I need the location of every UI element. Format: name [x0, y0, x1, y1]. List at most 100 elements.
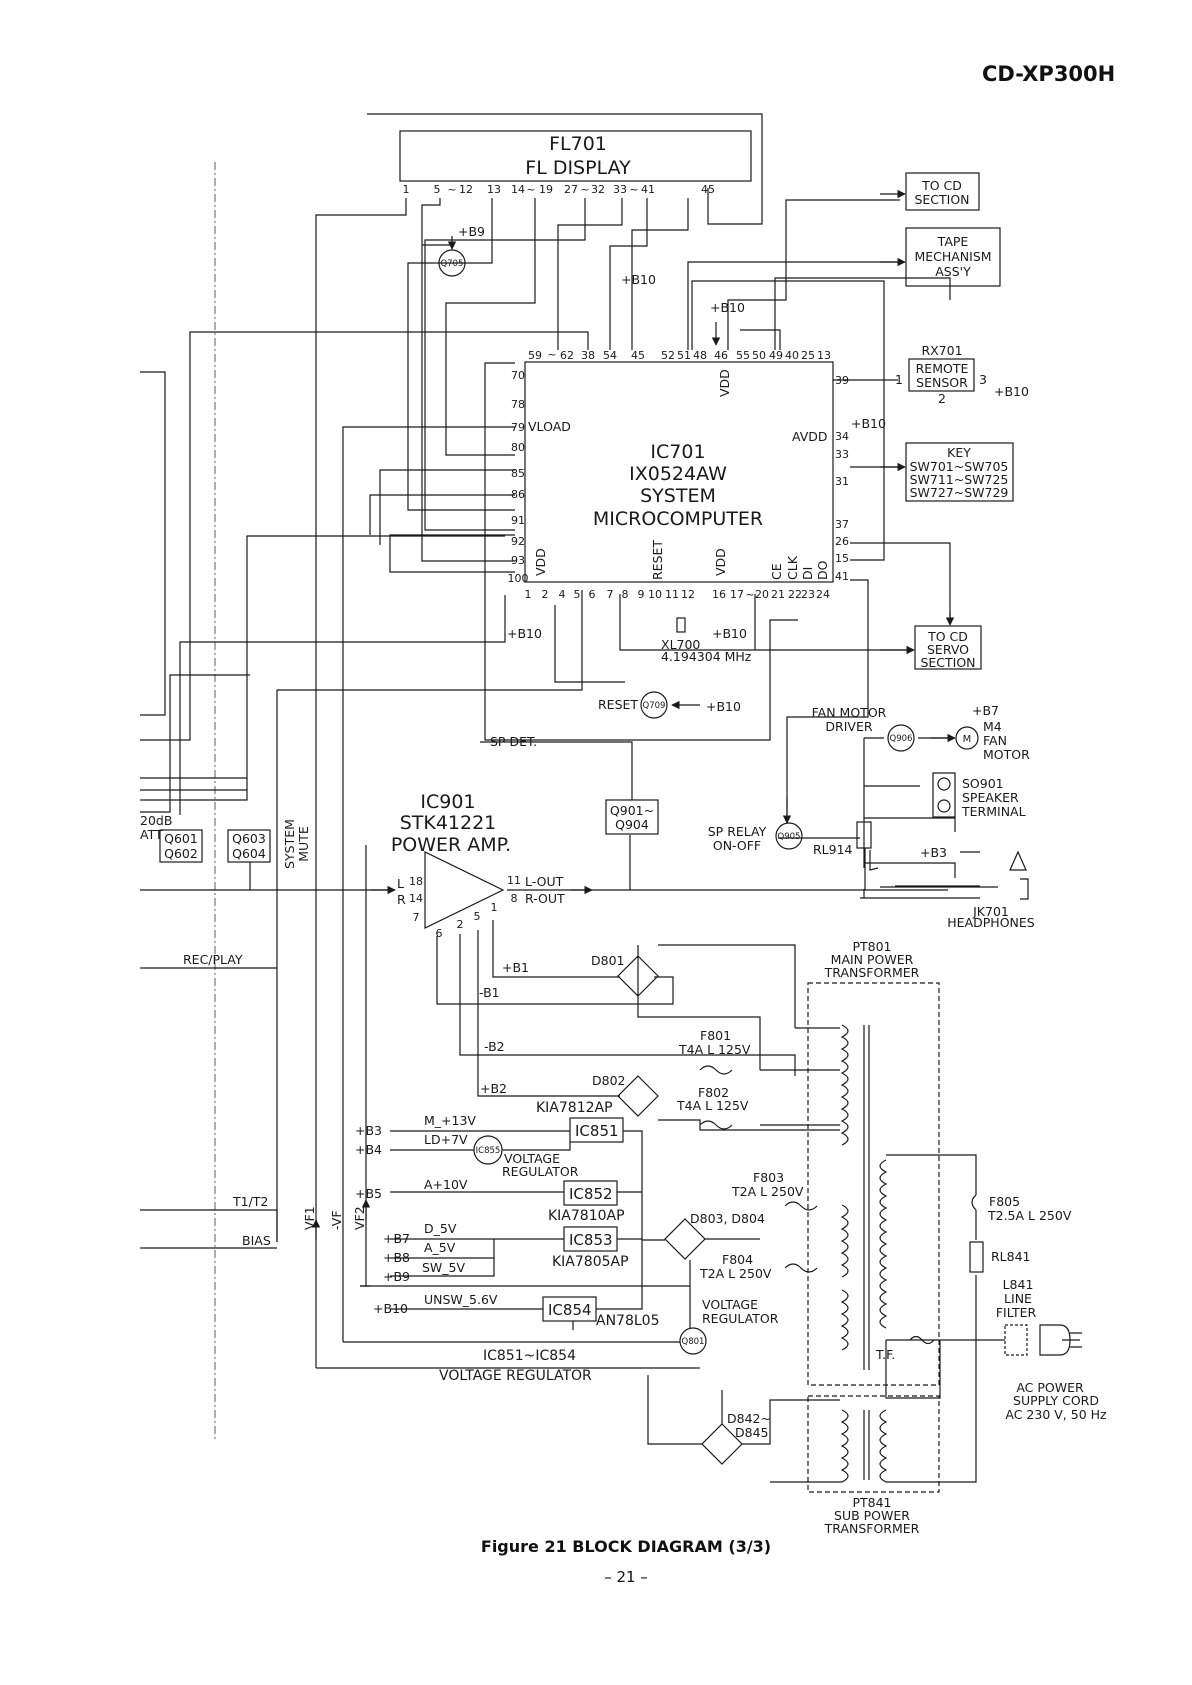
- ic701-left-pin: 85: [511, 467, 525, 480]
- rail-unsw: UNSW_5.6V: [424, 1292, 498, 1307]
- amp-l-label: L: [397, 876, 404, 891]
- rail-a5v: A_5V: [424, 1240, 456, 1255]
- pt841-wires: [770, 1340, 977, 1483]
- ce-label: CE: [769, 563, 784, 580]
- ic701-right-pin: 41: [835, 570, 849, 583]
- rail-d5v: D_5V: [424, 1221, 457, 1236]
- ac-label-2: SUPPLY CORD: [1013, 1393, 1099, 1408]
- b7-rail-label: +B7: [383, 1231, 410, 1246]
- d842-label-2: D845: [735, 1425, 768, 1440]
- fl-pin: ~: [629, 183, 638, 196]
- ic701-bottom-pin: 8: [622, 588, 629, 601]
- servo-label-1: TO CD: [927, 629, 968, 644]
- tape-label-2: MECHANISM: [914, 249, 991, 264]
- fl-pin: 45: [701, 183, 715, 196]
- vdd-left-label: VDD: [533, 548, 548, 576]
- t1t2-label: T1/T2: [232, 1194, 268, 1209]
- ac-label-1: AC POWER: [1016, 1380, 1084, 1395]
- pt841-label-2: SUB POWER: [834, 1508, 910, 1523]
- nvf-label: -VF: [329, 1210, 344, 1230]
- fl-pin: 33: [613, 183, 627, 196]
- rl914-label: RL914: [813, 842, 853, 857]
- fl-pin: 14: [511, 183, 525, 196]
- ic701-right-pin: 34: [835, 430, 849, 443]
- rail-ld7v: LD+7V: [424, 1132, 468, 1147]
- fuse-f805: [971, 1194, 977, 1211]
- ic852-label: IC852: [569, 1185, 613, 1203]
- remote-label-2: SENSOR: [916, 375, 968, 390]
- l841-label-3: FILTER: [996, 1305, 1037, 1320]
- b10-rail-label: +B10: [373, 1301, 408, 1316]
- d803-bridge: [664, 1218, 706, 1260]
- fl-pin: 27: [564, 183, 578, 196]
- fl-pin: 12: [459, 183, 473, 196]
- d803-label: D803, D804: [690, 1211, 765, 1226]
- model-number: CD-XP300H: [982, 62, 1116, 86]
- ic701-bottom-pin: 7: [607, 588, 614, 601]
- fuse-f801: [699, 1065, 733, 1075]
- q705-symbol: [438, 249, 466, 277]
- q705-label: Q705: [441, 259, 464, 269]
- b3-rail-label: +B3: [355, 1123, 382, 1138]
- ic701-left-wires: [179, 362, 798, 1342]
- vf-rails: [140, 845, 700, 1369]
- fl-pin: 13: [487, 183, 501, 196]
- sp-relay-label-2: ON-OFF: [713, 838, 761, 853]
- ic701-right-wires: [554, 199, 951, 815]
- to-cd-label-1: TO CD: [921, 178, 962, 193]
- reset-label: RESET: [598, 697, 638, 712]
- ic701-left-pin: 70: [511, 369, 525, 382]
- rec-play-label: REC/PLAY: [183, 952, 243, 967]
- so901-label-3: TERMINAL: [961, 804, 1026, 819]
- b8-rail-label: +B8: [383, 1250, 410, 1265]
- tf-label: T.F.: [875, 1347, 895, 1362]
- amp-ref: IC901: [420, 791, 475, 813]
- f805-label-1: F805: [989, 1194, 1020, 1209]
- key-label-4: SW727~SW729: [910, 485, 1009, 500]
- vload-label: VLOAD: [528, 419, 571, 434]
- vreg2-label-2: REGULATOR: [702, 1311, 779, 1326]
- do-label: DO: [815, 560, 830, 580]
- ic701-top-pin: 50: [752, 349, 766, 362]
- rx-pin-2: 2: [938, 391, 946, 406]
- wire-left: [140, 331, 589, 813]
- ic701-bottom-pin: 22: [788, 588, 802, 601]
- ic701-top-pin: 13: [817, 349, 831, 362]
- ic701-left-pin: 78: [511, 398, 525, 411]
- ic701-ref: IC701: [650, 441, 705, 463]
- rl914-symbol: [856, 821, 872, 849]
- regulator-wires: [360, 1130, 840, 1445]
- ic701-bottom-pin: 2: [542, 588, 549, 601]
- ic854-label: IC854: [548, 1301, 592, 1319]
- ic701-left-pin: 79: [511, 421, 525, 434]
- ic701-right-pin: 39: [835, 374, 849, 387]
- rx-pin-1: 1: [895, 372, 903, 387]
- b10-label-3: +B10: [851, 416, 886, 431]
- b4-rail-label: +B4: [355, 1142, 382, 1157]
- b3-label: +B3: [920, 845, 947, 860]
- pt801-outline: [807, 982, 940, 1386]
- ac-wires: [885, 1154, 1080, 1399]
- ic701-bottom-pin: 16: [712, 588, 726, 601]
- kia7812-label: KIA7812AP: [536, 1100, 613, 1116]
- key-label-3: SW711~SW725: [910, 472, 1009, 487]
- key-label-2: SW701~SW705: [910, 459, 1009, 474]
- q906-symbol: [887, 724, 915, 752]
- amp-pin: 14: [409, 892, 423, 905]
- power-amp-triangle: [424, 851, 505, 929]
- rl841-symbol: [969, 1241, 984, 1273]
- so901-jack-1: [937, 777, 951, 791]
- system-mute-2: MUTE: [296, 826, 311, 862]
- di-label: DI: [800, 567, 815, 580]
- fl-pin: 41: [641, 183, 655, 196]
- ic701-line2: MICROCOMPUTER: [593, 508, 763, 530]
- q801-symbol: [679, 1327, 707, 1355]
- f803-label-1: F803: [753, 1170, 784, 1185]
- ic701-top-pin: 51: [677, 349, 691, 362]
- fuse-f804: [784, 1263, 818, 1273]
- fl-pin: ~: [526, 183, 535, 196]
- b7-label: +B7: [972, 703, 999, 718]
- m-label: M: [963, 734, 972, 745]
- bias-label: BIAS: [242, 1233, 271, 1248]
- ic701-bottom-pin: 24: [816, 588, 830, 601]
